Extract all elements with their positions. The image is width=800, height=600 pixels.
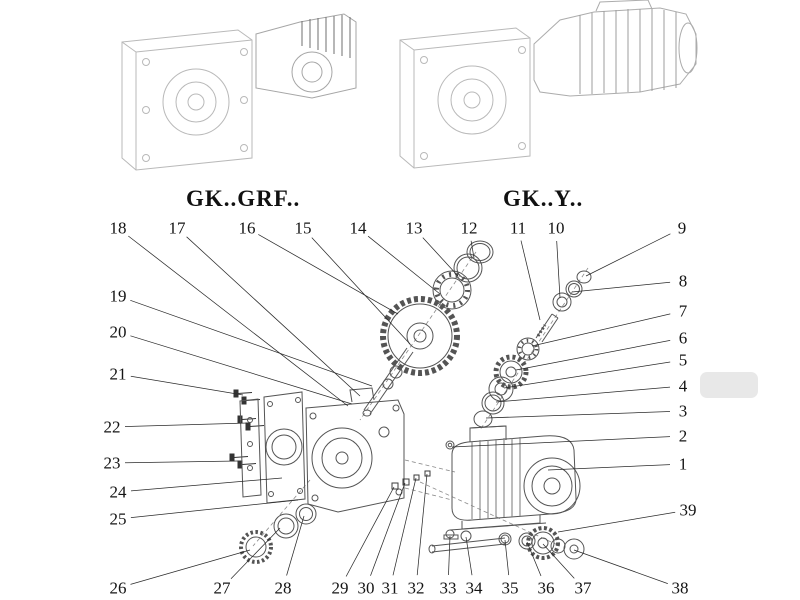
leader-line-28 [286,515,305,576]
leader-line-17 [186,236,361,397]
assembled-unit-gkgrf [121,13,357,171]
callout-34: 34 [465,578,483,598]
leader-line-12 [470,240,475,259]
leader-line-23 [124,460,239,464]
large-gear [380,296,460,376]
callout-20: 20 [109,322,127,342]
callout-4: 4 [678,376,688,396]
leader-line-37 [542,543,575,579]
callout-37: 37 [574,578,592,598]
leader-line-30 [370,482,406,576]
leader-line-9 [585,233,671,277]
leader-line-34 [465,536,473,576]
leader-line-3 [485,411,671,419]
leader-line-24 [130,477,283,492]
plugs-and-keys [391,470,431,490]
leader-line-32 [416,473,428,576]
callout-39: 39 [679,500,697,520]
callout-10: 10 [547,218,565,238]
leader-line-7 [531,313,671,347]
callout-12: 12 [460,218,478,238]
callout-23: 23 [103,453,121,473]
callout-33: 33 [439,578,457,598]
callout-38: 38 [671,578,689,598]
electric-motor [445,425,581,531]
leader-line-29 [345,486,395,577]
callout-26: 26 [109,578,127,598]
leader-line-18 [128,235,349,407]
callout-15: 15 [294,218,312,238]
leader-line-11 [520,240,541,321]
leader-line-21 [130,375,244,396]
callout-3: 3 [678,401,688,421]
callout-7: 7 [678,301,688,321]
callout-18: 18 [109,218,127,238]
leader-line-25 [130,499,299,518]
exploded-assembly [229,240,592,564]
watermark-blob [700,372,758,398]
callout-19: 19 [109,286,127,306]
callout-16: 16 [238,218,256,238]
leader-line-5 [503,361,671,389]
leader-line-35 [504,539,510,576]
leader-line-39 [557,511,676,533]
leader-line-4 [495,386,671,403]
leader-line-20 [130,335,353,405]
leader-line-15 [311,237,411,345]
callout-27: 27 [213,578,231,598]
leader-line-36 [526,541,542,577]
input-shaft [362,347,414,417]
pinion-shaft-set [473,270,592,428]
leader-line-22 [124,422,249,427]
motor-assembled [533,0,698,97]
callout-5: 5 [678,350,688,370]
callout-17: 17 [168,218,186,238]
leader-line-1 [547,464,671,471]
leader-line-14 [367,235,441,295]
fin-cover [301,15,351,58]
callout-11: 11 [509,218,527,238]
leader-line-27 [230,527,281,579]
callout-32: 32 [407,578,425,598]
leader-line-13 [422,237,459,277]
model-label-gky: GK..Y.. [503,186,584,211]
callout-35: 35 [501,578,519,598]
leader-line-2 [451,436,671,448]
callout-24: 24 [109,482,127,502]
leader-line-19 [130,299,373,387]
callout-28: 28 [274,578,292,598]
callout-31: 31 [381,578,399,598]
callout-6: 6 [678,328,688,348]
cover-plate [239,391,306,504]
leader-line-33 [448,535,451,576]
callout-13: 13 [405,218,423,238]
callout-36: 36 [537,578,555,598]
leader-line-8 [571,281,671,293]
leader-line-38 [573,549,668,584]
callout-9: 9 [677,218,687,238]
leader-line-6 [515,340,671,371]
callout-2: 2 [678,426,688,446]
callout-14: 14 [349,218,367,238]
callout-8: 8 [678,271,688,291]
output-bearing-set [239,503,317,564]
callout-21: 21 [109,364,127,384]
assembled-unit-gky [399,0,698,169]
leader-line-31 [392,477,417,576]
input-bearing-set [432,240,494,310]
callout-1: 1 [678,454,688,474]
model-label-gkgrf: GK..GRF.. [186,186,301,211]
leader-line-16 [258,234,399,315]
leader-line-10 [556,240,561,299]
callout-29: 29 [331,578,349,598]
callout-30: 30 [357,578,375,598]
callout-22: 22 [103,417,121,437]
callout-25: 25 [109,509,127,529]
leader-line-26 [130,549,251,585]
